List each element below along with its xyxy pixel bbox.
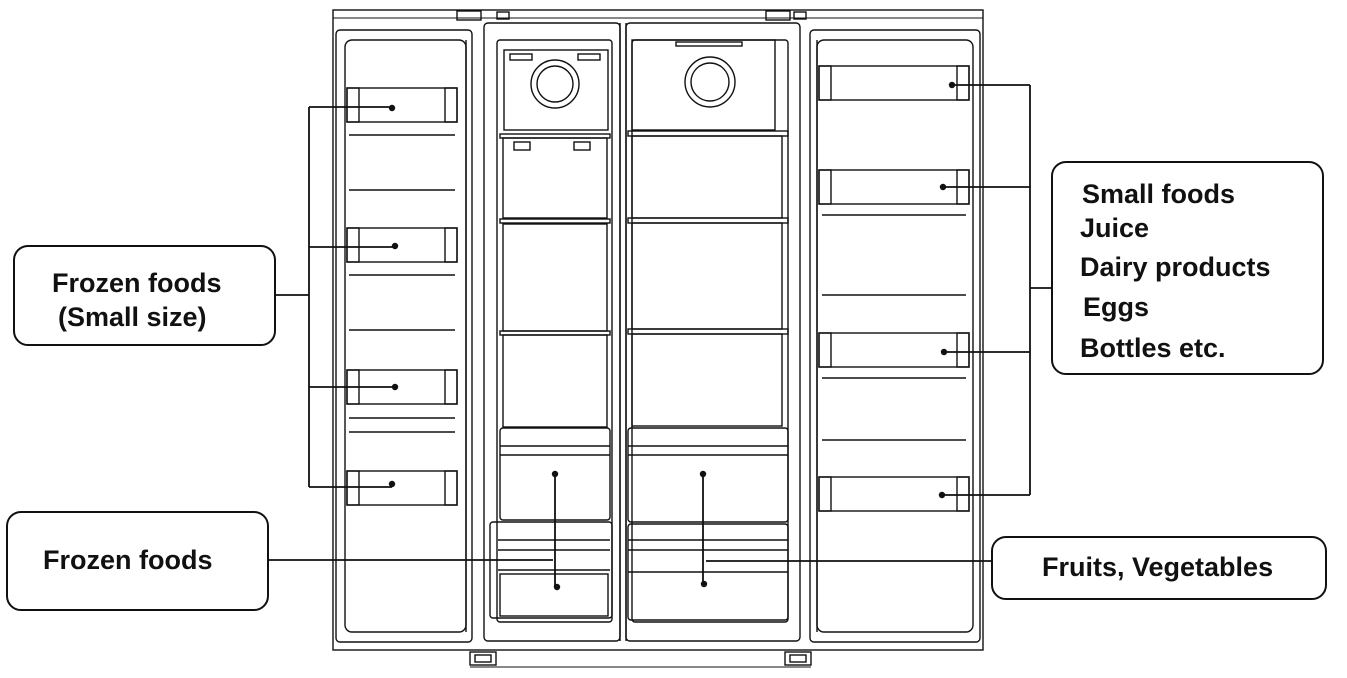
label-fruits-vegetables: Fruits, Vegetables	[1042, 552, 1273, 582]
fridge-shelf	[627, 130, 789, 137]
freezer-door	[335, 29, 473, 643]
leader-lines	[268, 84, 1052, 587]
fridge-door-bin	[818, 476, 970, 512]
freezer-door-bin	[346, 87, 458, 123]
label-fridge-door-line5: Bottles etc.	[1080, 333, 1226, 363]
freezer-door-bins	[346, 87, 458, 506]
hinge-bottom-right	[784, 651, 812, 666]
fridge-fan	[684, 56, 736, 108]
callout-frozen-small	[13, 245, 276, 346]
callout-fruits-vegetables	[991, 536, 1327, 600]
fridge-door-bins	[818, 65, 970, 512]
hinge-bottom-left	[469, 651, 497, 666]
fridge-interior	[627, 39, 789, 621]
fridge-door-bin	[818, 332, 970, 368]
label-fridge-door-line4: Eggs	[1083, 292, 1149, 322]
freezer-door-bin	[346, 470, 458, 506]
freezer-drawer-lower	[489, 521, 613, 619]
label-frozen-small-line1: Frozen foods	[52, 268, 222, 298]
label-frozen-small-line2: (Small size)	[58, 302, 207, 332]
fridge-shelf	[627, 328, 789, 335]
callout-boxes	[6, 161, 1327, 611]
fridge-door-bin	[818, 65, 970, 101]
freezer-door-bin	[346, 227, 458, 263]
hinge-top-left	[456, 10, 482, 21]
callout-dots	[388, 81, 956, 591]
refrigerator-drawing	[332, 9, 984, 668]
callout-frozen-foods	[6, 511, 269, 611]
label-fridge-door-line1: Small foods	[1082, 179, 1235, 209]
cabinet-outline	[332, 9, 984, 651]
crisper-drawer-upper	[627, 427, 789, 523]
label-frozen-foods: Frozen foods	[43, 545, 213, 575]
hinge-top-right	[765, 10, 791, 21]
label-fridge-door-line3: Dairy products	[1080, 252, 1271, 282]
freezer-interior	[489, 49, 613, 619]
freezer-fan	[530, 59, 580, 109]
label-fridge-door-line2: Juice	[1080, 213, 1149, 243]
callout-fridge-door	[1051, 161, 1324, 375]
fridge-door	[809, 29, 981, 643]
fridge-compartment	[625, 22, 801, 642]
fridge-shelf	[627, 217, 789, 224]
